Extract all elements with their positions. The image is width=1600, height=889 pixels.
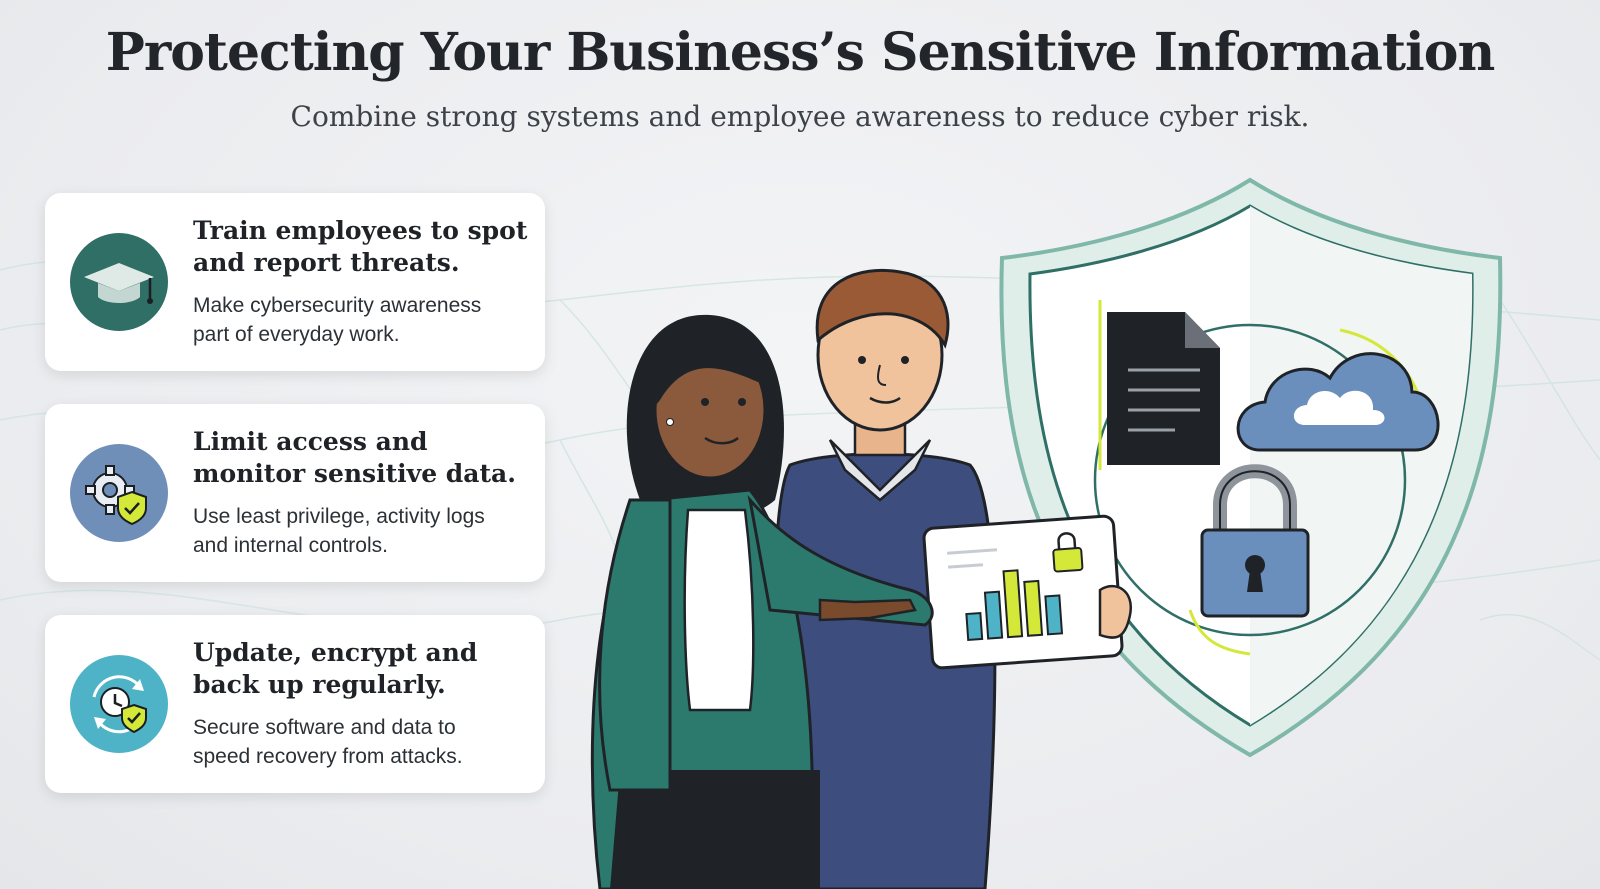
clock-shield-icon (70, 655, 168, 753)
gear-shield-icon (70, 444, 168, 542)
woman-figure (590, 314, 934, 889)
card-description: Make cybersecurity awareness part of eve… (193, 294, 482, 346)
cloud-icon (1236, 352, 1440, 452)
tip-card-updates: Update, encrypt and back up regularly. S… (45, 615, 545, 793)
page-title: Protecting Your Business’s Sensitive Inf… (105, 22, 1496, 83)
card-heading: Update, encrypt and back up regularly. (193, 638, 478, 699)
card-heading: Limit access and monitor sensitive data. (193, 427, 516, 488)
page-subtitle: Combine strong systems and employee awar… (290, 100, 1310, 133)
card-description: Secure software and data to speed recove… (193, 716, 463, 768)
card-description: Use least privilege, activity logs and i… (193, 505, 485, 557)
tip-card-training: Train employees to spot and report threa… (45, 193, 545, 371)
tablet-icon (922, 514, 1133, 670)
graduation-cap-icon (70, 233, 168, 331)
document-icon (1107, 312, 1220, 465)
security-illustration (590, 177, 1503, 889)
tip-card-access: Limit access and monitor sensitive data.… (45, 404, 545, 582)
padlock-icon (1200, 464, 1310, 618)
card-heading: Train employees to spot and report threa… (193, 216, 528, 277)
